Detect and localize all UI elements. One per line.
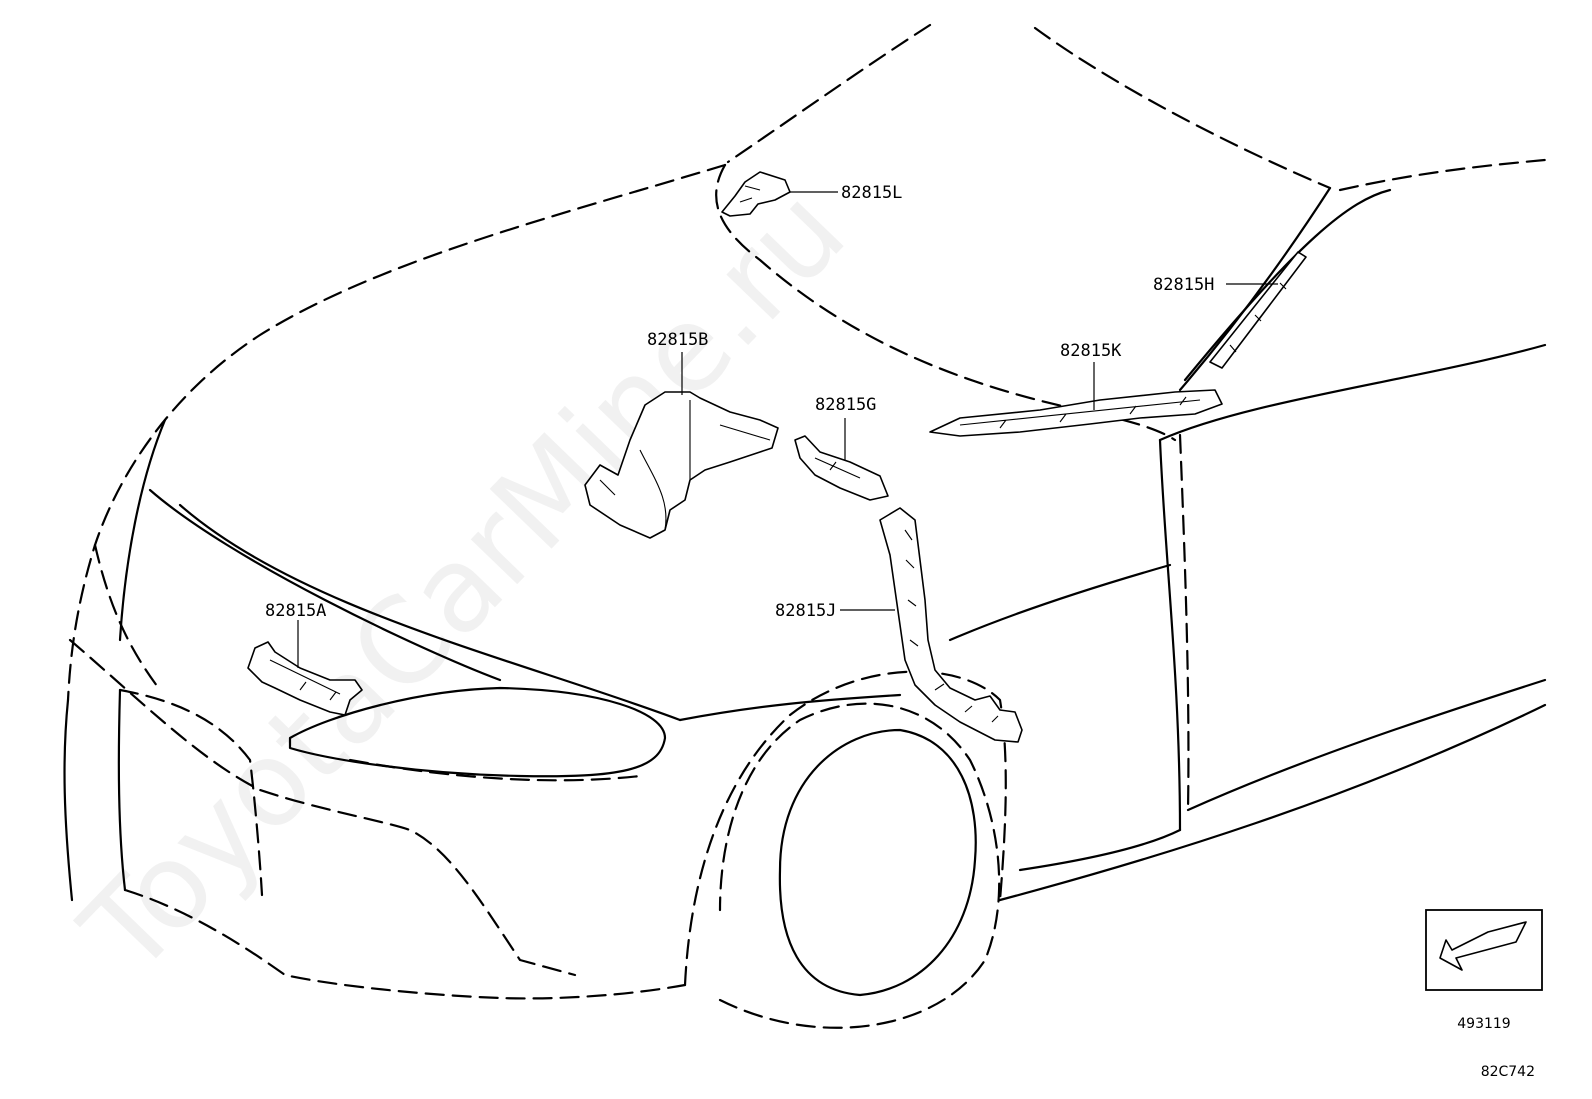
watermark: ToyotaCarMine.ru xyxy=(55,162,871,1000)
part-82815H-strip[interactable] xyxy=(1209,251,1307,369)
callout-82815K[interactable]: 82815K xyxy=(1060,341,1122,361)
callout-82815L[interactable]: 82815L xyxy=(841,183,902,203)
diagram-code: 82C742 xyxy=(1481,1064,1535,1080)
part-82815K-cowl-bracket[interactable] xyxy=(929,389,1223,437)
part-82815A-headlamp-bracket[interactable] xyxy=(247,641,363,716)
part-82815G-bracket[interactable] xyxy=(794,435,889,501)
part-82815B-duct-bracket[interactable] xyxy=(584,391,779,539)
inset-code: 493119 xyxy=(1457,1016,1510,1032)
direction-arrow-icon xyxy=(1439,921,1527,971)
callout-82815G[interactable]: 82815G xyxy=(815,395,876,415)
car-body-outline xyxy=(63,23,1547,1029)
callout-82815J[interactable]: 82815J xyxy=(775,601,836,621)
direction-inset xyxy=(1425,909,1543,991)
callout-82815H[interactable]: 82815H xyxy=(1153,275,1214,295)
callout-82815B[interactable]: 82815B xyxy=(647,330,708,350)
part-82815J-fender-bracket[interactable] xyxy=(879,507,1023,743)
callout-82815A[interactable]: 82815A xyxy=(265,601,326,621)
